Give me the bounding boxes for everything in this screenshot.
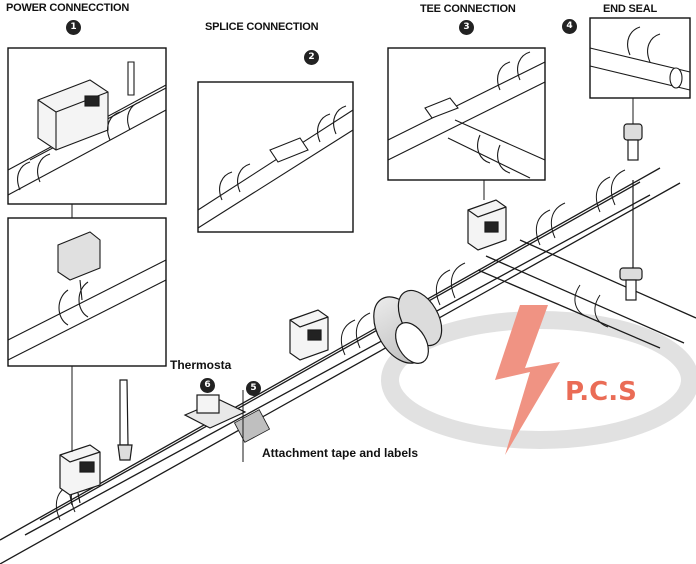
thermostat-label: Thermosta — [170, 358, 232, 372]
badge-3: 3 — [459, 20, 474, 35]
junction-box-mid — [289, 309, 329, 361]
attachment-tape-label: Attachment tape and labels — [262, 446, 419, 460]
splice-connection-label: SPLICE CONNECTION — [205, 21, 319, 33]
inset-tee-drawing — [387, 51, 546, 179]
pipe-bands — [55, 169, 626, 521]
inset-power-detail-drawing — [7, 231, 167, 361]
inset-power-drawing — [7, 61, 167, 196]
badge-4: 4 — [562, 19, 577, 34]
badge-6: 6 — [200, 378, 215, 393]
inset-splice-drawing — [197, 105, 354, 229]
badge-2: 2 — [304, 50, 319, 65]
thermostat-device — [117, 379, 247, 461]
junction-box-tee — [467, 199, 507, 251]
badge-1: 1 — [66, 20, 81, 35]
power-connection-label: POWER CONNECCTION — [6, 2, 130, 14]
end-seal-fittings — [619, 123, 643, 301]
watermark-text: P.C.S — [565, 377, 637, 407]
inset-end-seal-drawing — [589, 26, 691, 91]
badge-5: 5 — [246, 381, 261, 396]
end-seal-label: END SEAL — [603, 3, 658, 15]
pipe-insulation-ring — [373, 289, 443, 364]
main-pipe — [0, 167, 696, 564]
tee-connection-label: TEE CONNECTION — [420, 3, 516, 15]
pcs-watermark — [381, 305, 696, 455]
leader-lines — [71, 98, 634, 462]
junction-box-main — [59, 444, 101, 506]
inset-tee — [387, 47, 546, 181]
